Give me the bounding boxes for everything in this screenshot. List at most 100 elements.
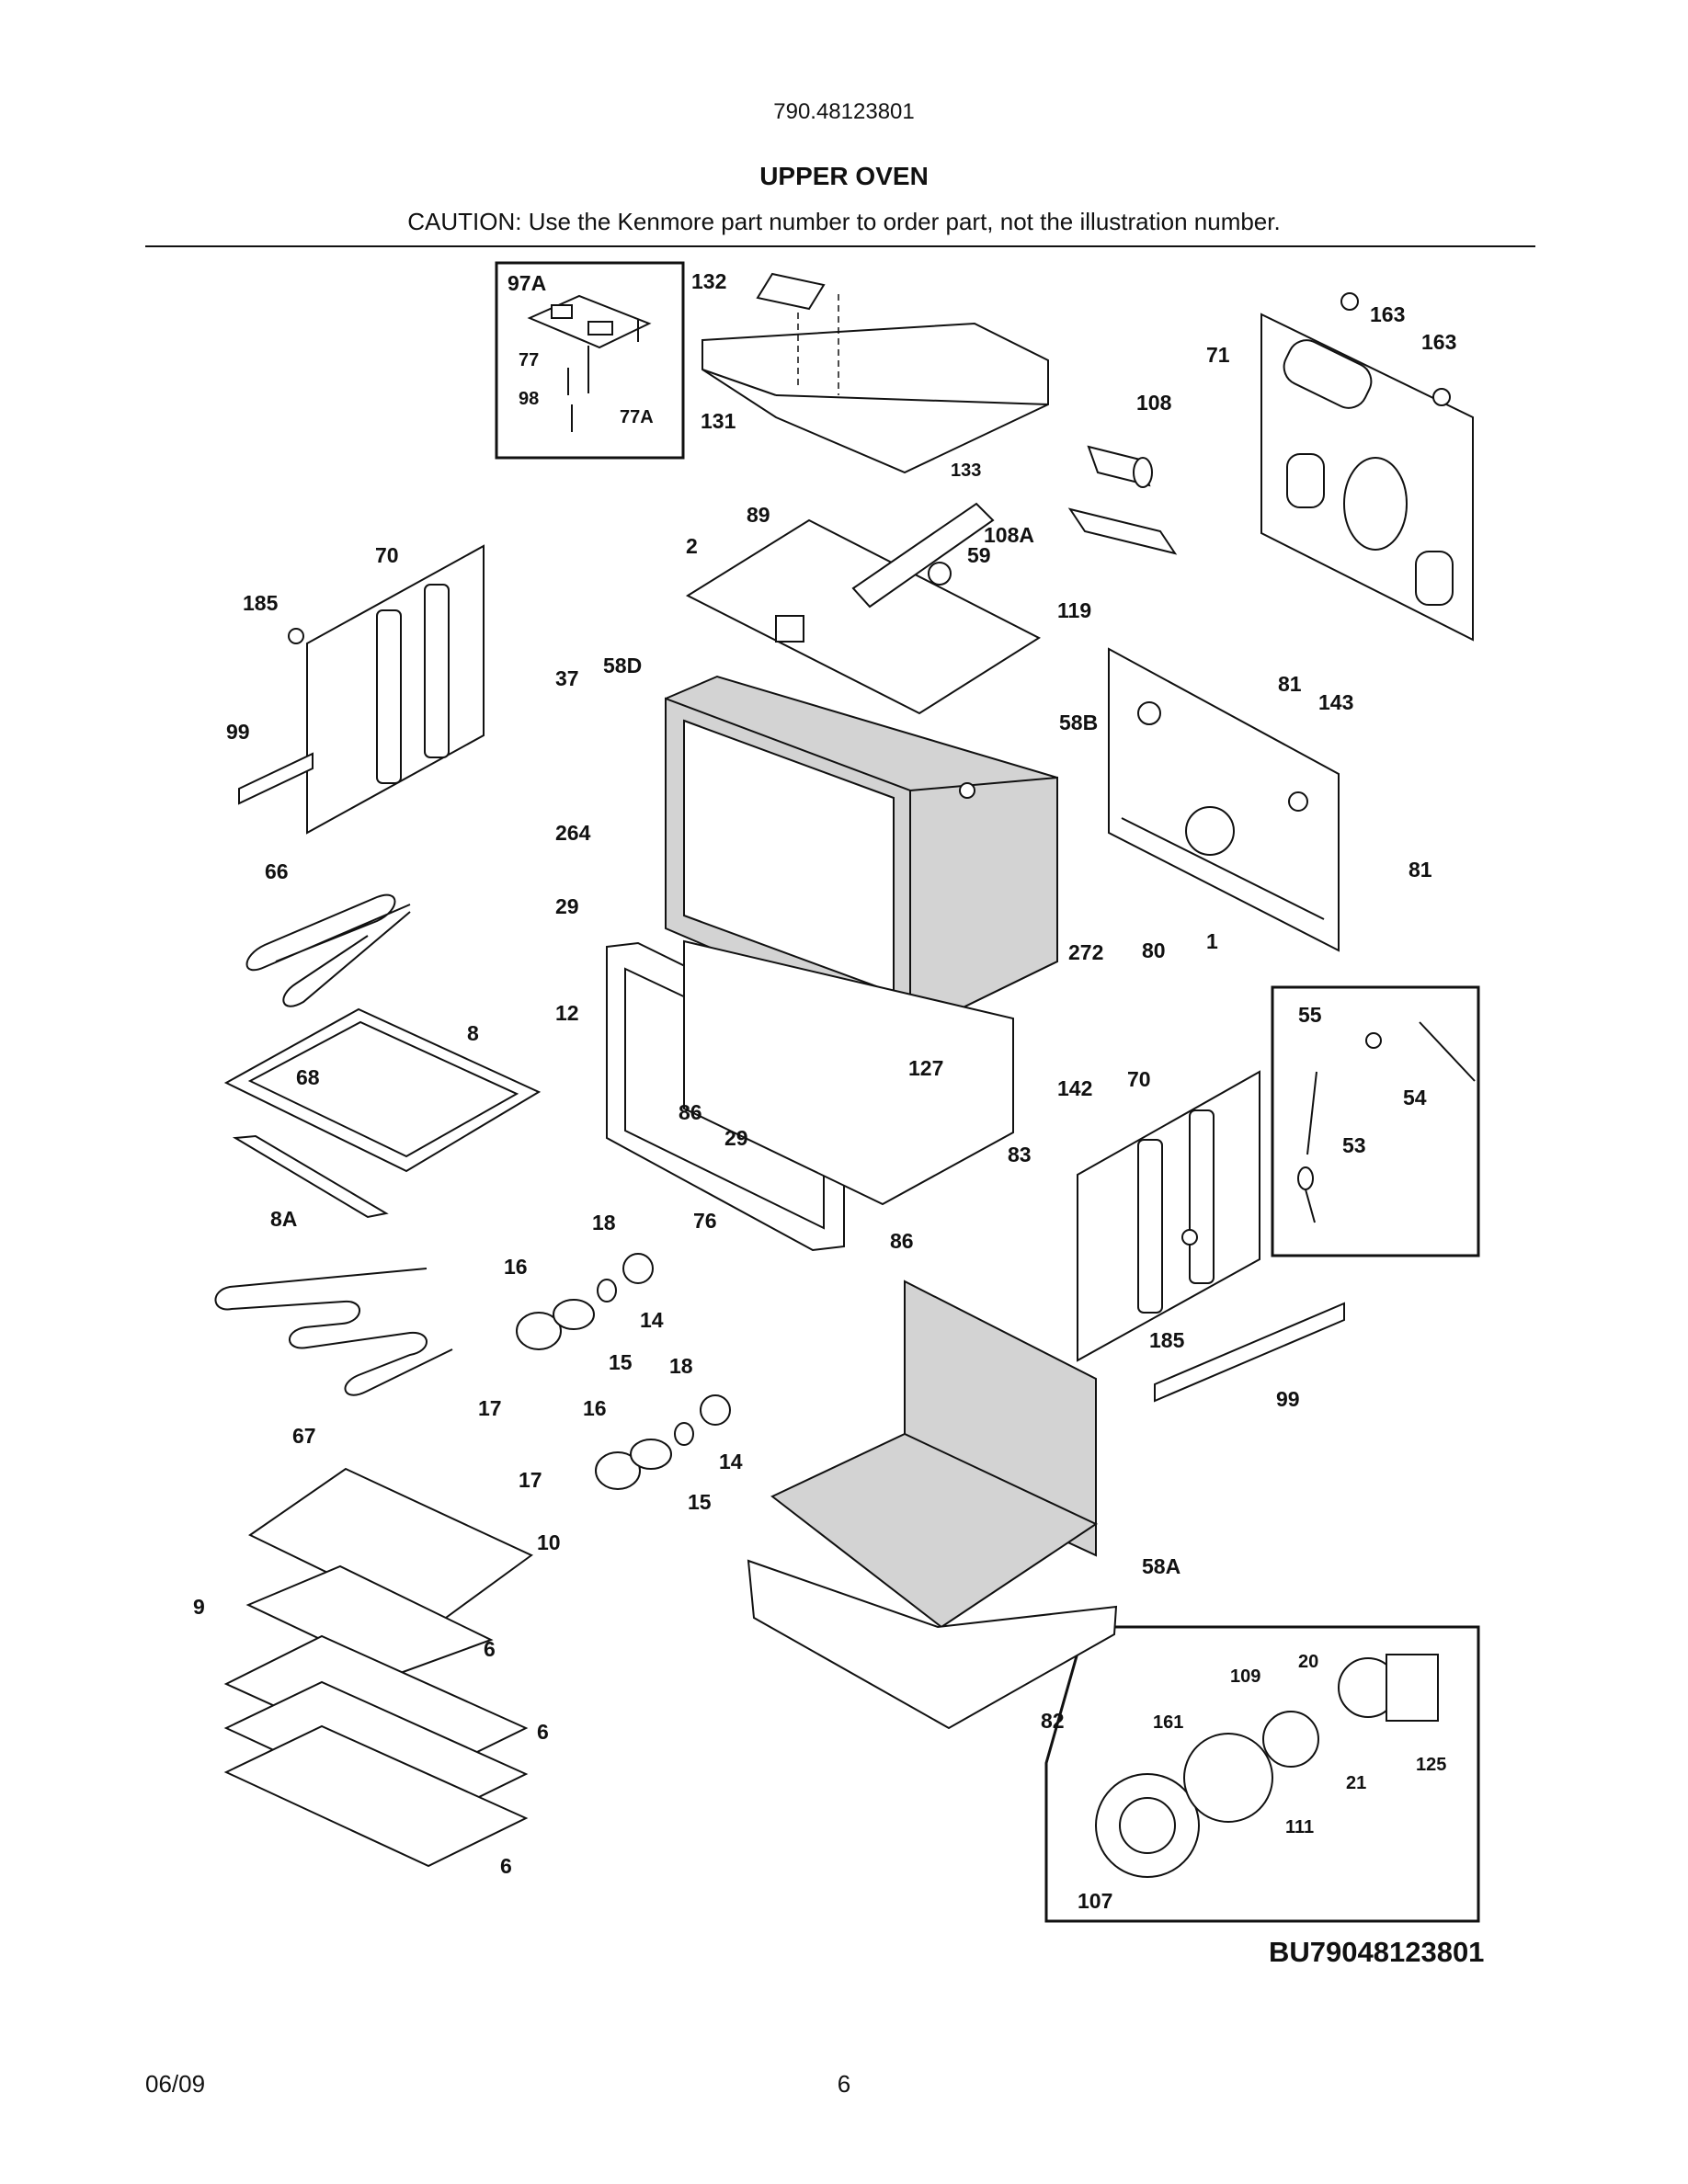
callout-1: 1 (1206, 929, 1218, 953)
callout-59: 59 (967, 543, 991, 567)
callout-29-lower: 29 (724, 1126, 748, 1150)
callout-97A: 97A (508, 271, 546, 295)
callout-125: 125 (1416, 1755, 1446, 1775)
callout-108A: 108A (984, 523, 1034, 547)
callout-81-upper: 81 (1278, 672, 1302, 696)
broil-pan-drawing (245, 1467, 533, 1677)
callout-107: 107 (1078, 1889, 1112, 1913)
callout-12: 12 (555, 1001, 579, 1025)
callout-37: 37 (555, 666, 579, 690)
callout-6-bottom: 6 (500, 1854, 512, 1878)
inner-top-drawing (685, 502, 1042, 715)
callout-71: 71 (1206, 343, 1230, 367)
sensor-drawing (1297, 1021, 1476, 1223)
callout-15-upper: 15 (609, 1350, 633, 1374)
bake-element-drawing (214, 1268, 453, 1396)
callout-9: 9 (193, 1595, 205, 1619)
callout-29-upper: 29 (555, 894, 579, 918)
caution-text: CAUTION: Use the Kenmore part number to … (407, 208, 1281, 235)
light-assembly-upper-drawing (516, 1253, 654, 1350)
section-title: UPPER OVEN (759, 162, 929, 190)
callout-58A: 58A (1142, 1554, 1180, 1578)
header-rule (145, 245, 1535, 247)
callout-109: 109 (1230, 1666, 1260, 1687)
callout-58B: 58B (1059, 711, 1098, 734)
callout-133: 133 (951, 461, 981, 481)
callout-142: 142 (1057, 1076, 1092, 1100)
callout-17-lower: 17 (519, 1468, 542, 1492)
control-board-drawing (527, 294, 652, 432)
callout-272: 272 (1068, 940, 1103, 964)
callout-18-lower: 18 (669, 1354, 693, 1378)
callout-86-left: 86 (679, 1100, 702, 1124)
oven-cavity-drawing (665, 675, 1058, 1035)
callout-89: 89 (747, 503, 770, 527)
callout-77: 77 (519, 350, 539, 370)
callout-14-upper: 14 (640, 1308, 664, 1332)
callout-15-lower: 15 (688, 1490, 712, 1514)
callout-70-left: 70 (375, 543, 399, 567)
back-panel-drawing (1260, 292, 1474, 642)
callout-82: 82 (1041, 1709, 1065, 1733)
callout-77A: 77A (620, 407, 654, 427)
rear-wall-drawing (1108, 647, 1340, 952)
callout-161: 161 (1153, 1712, 1183, 1733)
callout-119: 119 (1057, 598, 1091, 622)
oven-racks-drawing (223, 1634, 529, 1868)
door-frame-drawing (606, 939, 1014, 1252)
revision-date: 06/09 (145, 2070, 206, 2098)
callout-6-middle: 6 (537, 1720, 549, 1744)
callout-76: 76 (693, 1209, 717, 1233)
callout-16-upper: 16 (504, 1255, 528, 1279)
callout-127: 127 (908, 1056, 943, 1080)
inset-box-control-board (495, 261, 685, 460)
callout-17-upper: 17 (478, 1396, 502, 1420)
callout-18-upper: 18 (592, 1211, 616, 1234)
callout-2: 2 (686, 534, 698, 558)
callout-55: 55 (1298, 1003, 1322, 1027)
callout-163-a: 163 (1370, 302, 1405, 326)
callout-8A: 8A (270, 1207, 297, 1231)
callout-66: 66 (265, 859, 289, 883)
broil-shield-drawing (223, 1007, 542, 1219)
callout-54: 54 (1403, 1086, 1427, 1109)
side-panel-left-drawing (238, 544, 485, 835)
bottom-panel-drawing (747, 1280, 1118, 1730)
callout-68: 68 (296, 1065, 320, 1089)
model-number: 790.48123801 (773, 99, 915, 124)
fan-motor-drawing (1067, 445, 1178, 555)
callout-185-left: 185 (243, 591, 279, 615)
side-panel-right-drawing (1077, 1070, 1345, 1403)
callout-10: 10 (537, 1530, 561, 1554)
callout-99-left: 99 (226, 720, 250, 744)
callout-16-lower: 16 (583, 1396, 607, 1420)
drawing-code: BU79048123801 (1269, 1936, 1485, 1968)
callout-131: 131 (701, 409, 736, 433)
top-cover-drawing (701, 272, 1049, 474)
callout-21: 21 (1346, 1773, 1366, 1793)
callout-108: 108 (1136, 391, 1172, 415)
convection-fan-drawing (1095, 1654, 1439, 1878)
callout-111: 111 (1285, 1817, 1314, 1837)
callout-14-lower: 14 (719, 1450, 743, 1473)
callout-80: 80 (1142, 938, 1166, 962)
callout-98: 98 (519, 389, 539, 409)
callout-83: 83 (1008, 1143, 1032, 1166)
callout-143: 143 (1318, 690, 1353, 714)
callout-70-right: 70 (1127, 1067, 1151, 1091)
inset-box-sensor (1271, 985, 1480, 1257)
callout-86-right: 86 (890, 1229, 914, 1253)
callout-8: 8 (467, 1021, 479, 1045)
callout-163-b: 163 (1421, 330, 1456, 354)
page-number: 6 (837, 2070, 851, 2098)
callout-20: 20 (1298, 1652, 1318, 1672)
callout-132: 132 (691, 269, 726, 293)
callout-185-right: 185 (1149, 1328, 1185, 1352)
callout-81-lower: 81 (1409, 858, 1432, 882)
callout-6-top: 6 (484, 1637, 496, 1661)
callout-264: 264 (555, 821, 591, 845)
callout-99-right: 99 (1276, 1387, 1300, 1411)
callout-58D: 58D (603, 654, 642, 677)
callout-53: 53 (1342, 1133, 1366, 1157)
